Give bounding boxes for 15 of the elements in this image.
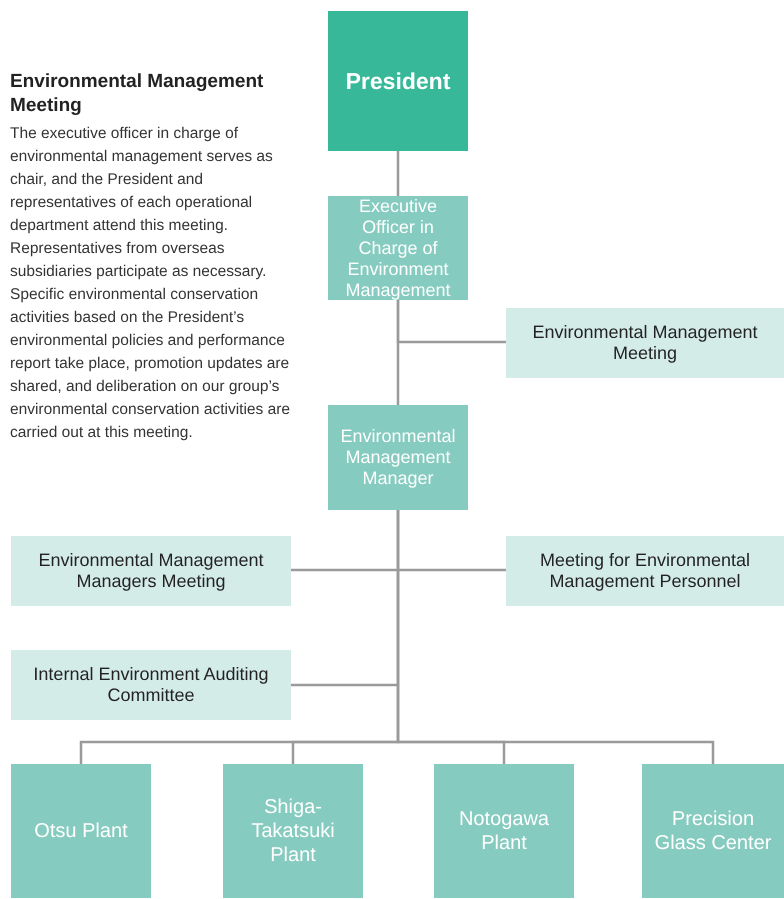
org-box: President <box>328 11 468 151</box>
meeting-box: Environmental Management Meeting <box>506 308 784 378</box>
meeting-box: Meeting for Environmental Management Personnel <box>506 536 784 606</box>
org-box: Executive Officer in Charge of Environment Management <box>328 196 468 300</box>
plant-box: Precision Glass Center <box>642 764 784 898</box>
plant-box: Notogawa Plant <box>434 764 574 898</box>
description-paragraph: The executive officer in charge of environmental management serves as chair, and the President and representatives of each operational department attend this meeting. Representatives from overseas subsidiaries participate as necessary. Specific environmental conservation activities based on the President’s environmental policies and performance report take place, promotion updates are shared, and deliberation on our group’s environmental conservation activities are carried out at this meeting. <box>10 124 291 443</box>
plant-box: Otsu Plant <box>11 764 151 898</box>
meeting-box: Internal Environment Auditing Committee <box>11 650 291 720</box>
section-heading: Environmental Management Meeting <box>10 70 264 118</box>
meeting-box: Environmental Management Managers Meeting <box>11 536 291 606</box>
plant-box: Shiga-Takatsuki Plant <box>223 764 363 898</box>
connector-line <box>396 300 506 344</box>
connector-line <box>396 151 400 196</box>
org-box: Environmental Management Manager <box>328 405 468 510</box>
